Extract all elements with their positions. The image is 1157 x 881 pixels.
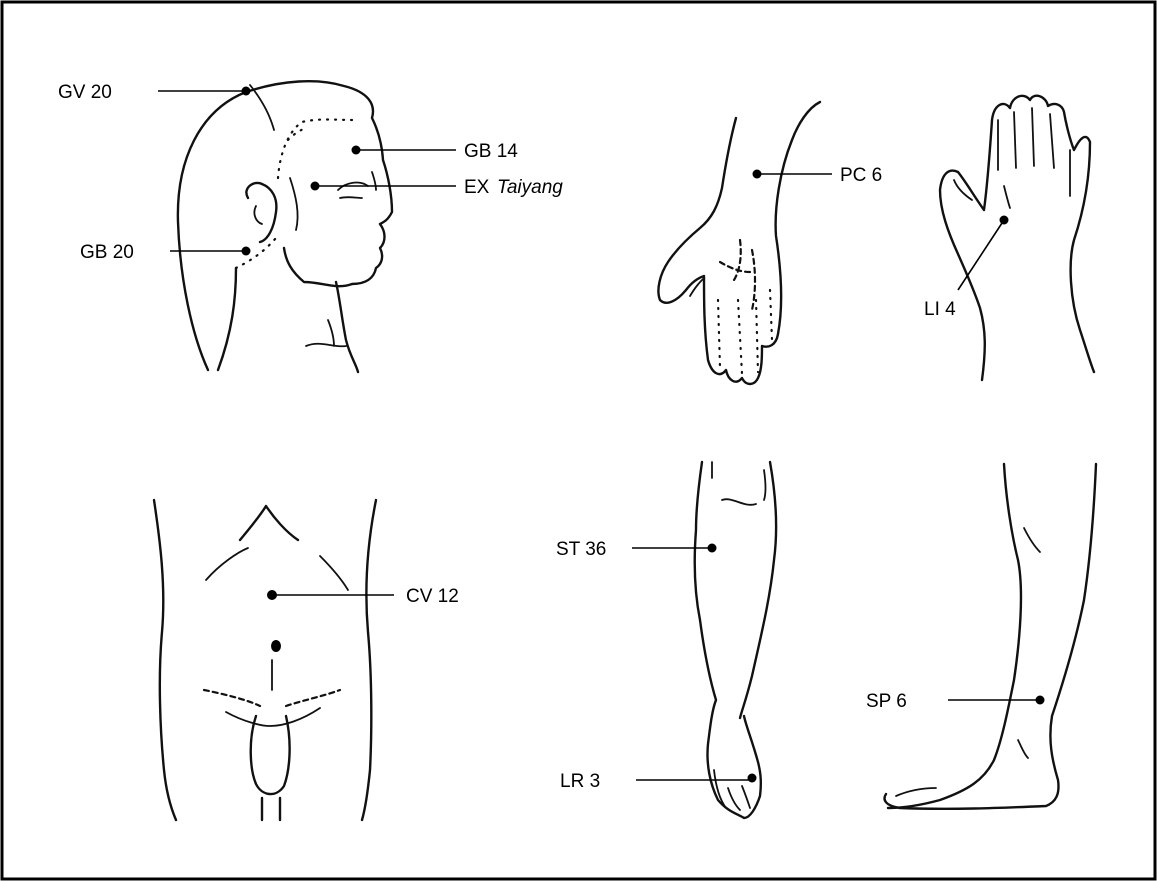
forearm-palm-illustration xyxy=(658,102,820,384)
point-marker xyxy=(1036,696,1045,705)
point-label-pc6: PC 6 xyxy=(840,165,882,186)
hand-back-illustration xyxy=(940,96,1094,380)
point-label-gv20: GV 20 xyxy=(58,82,112,103)
point-label-ex-name: Taiyang xyxy=(497,177,563,198)
point-label-gb20: GB 20 xyxy=(80,242,134,263)
point-sp6: SP 6 xyxy=(866,691,1045,712)
point-label-ex: EX xyxy=(464,177,490,198)
point-marker xyxy=(242,247,251,256)
point-st36: ST 36 xyxy=(556,539,717,560)
point-cv12: CV 12 xyxy=(267,586,459,652)
head-illustration xyxy=(178,81,392,372)
point-marker xyxy=(1000,216,1009,225)
point-marker xyxy=(267,590,277,600)
point-marker xyxy=(311,182,320,191)
point-marker xyxy=(753,170,762,179)
point-label-lr3: LR 3 xyxy=(560,771,600,792)
point-label-cv12: CV 12 xyxy=(406,586,459,607)
torso-illustration xyxy=(154,500,376,820)
point-ex-taiyang: EX Taiyang xyxy=(311,177,564,198)
leg-side-illustration xyxy=(885,464,1096,809)
point-label-gb14: GB 14 xyxy=(464,141,518,162)
point-marker xyxy=(352,146,361,155)
leg-front-illustration xyxy=(695,462,776,818)
point-marker xyxy=(708,544,717,553)
point-lr3: LR 3 xyxy=(560,771,757,792)
point-marker xyxy=(748,774,757,783)
point-gb20: GB 20 xyxy=(80,242,251,263)
point-marker xyxy=(242,87,251,96)
point-gb14: GB 14 xyxy=(352,141,519,162)
point-li4: LI 4 xyxy=(924,216,1009,321)
point-label-st36: ST 36 xyxy=(556,539,606,560)
point-label-sp6: SP 6 xyxy=(866,691,907,712)
point-pc6: PC 6 xyxy=(753,165,883,186)
navel-marker xyxy=(271,640,281,652)
point-label-li4: LI 4 xyxy=(924,299,956,320)
point-gv20: GV 20 xyxy=(58,82,251,103)
